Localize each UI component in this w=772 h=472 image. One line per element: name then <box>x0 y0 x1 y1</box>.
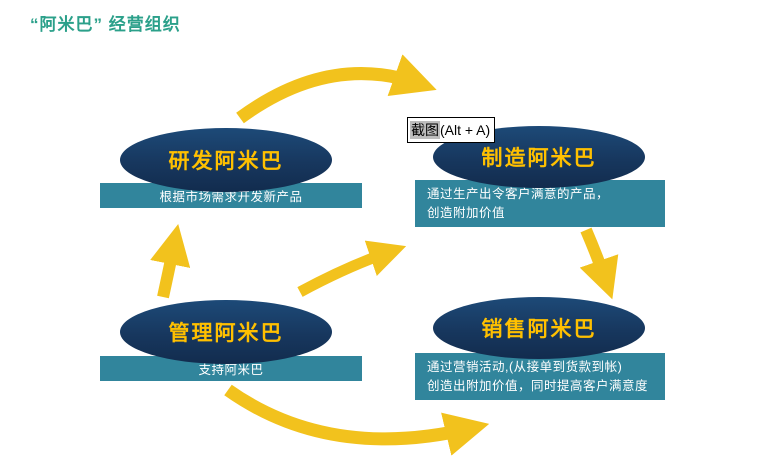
mgmt-amoeba-description: 支持阿米巴 <box>198 363 264 377</box>
screenshot-tooltip[interactable]: 截图(Alt + A) <box>407 117 496 143</box>
sales-amoeba-description-line1: 通过营销活动,(从接单到货款到帐) <box>427 360 623 374</box>
sales-amoeba-description-bar: 通过营销活动,(从接单到货款到帐) 创造出附加价值，同时提高客户满意度 <box>415 353 665 400</box>
sales-amoeba-description-line2: 创造出附加价值，同时提高客户满意度 <box>427 379 649 393</box>
sales-amoeba-node: 销售阿米巴 <box>433 297 645 359</box>
page-title: “阿米巴” 经营组织 <box>30 15 181 34</box>
sales-amoeba-label: 销售阿米巴 <box>481 318 597 341</box>
mgmt-amoeba-label: 管理阿米巴 <box>168 322 284 345</box>
arrow-left-up-icon <box>150 223 191 299</box>
arrow-top-icon <box>236 54 437 124</box>
mfg-amoeba-description-line1: 通过生产出令客户满意的产品， <box>427 187 610 201</box>
arrow-right-down-icon <box>579 227 619 300</box>
tooltip-highlight-text: 截图 <box>410 121 440 139</box>
arrow-middle-icon <box>297 240 407 297</box>
rd-amoeba-description: 根据市场需求开发新产品 <box>159 190 303 204</box>
rd-amoeba-label: 研发阿米巴 <box>168 150 284 173</box>
mfg-amoeba-description-line2: 创造附加价值 <box>427 206 506 220</box>
tooltip-shortcut-text: (Alt + A) <box>440 122 491 138</box>
arrow-bottom-icon <box>224 384 490 456</box>
mfg-amoeba-label: 制造阿米巴 <box>481 147 597 170</box>
mgmt-amoeba-node: 管理阿米巴 <box>120 300 332 364</box>
rd-amoeba-node: 研发阿米巴 <box>120 128 332 192</box>
